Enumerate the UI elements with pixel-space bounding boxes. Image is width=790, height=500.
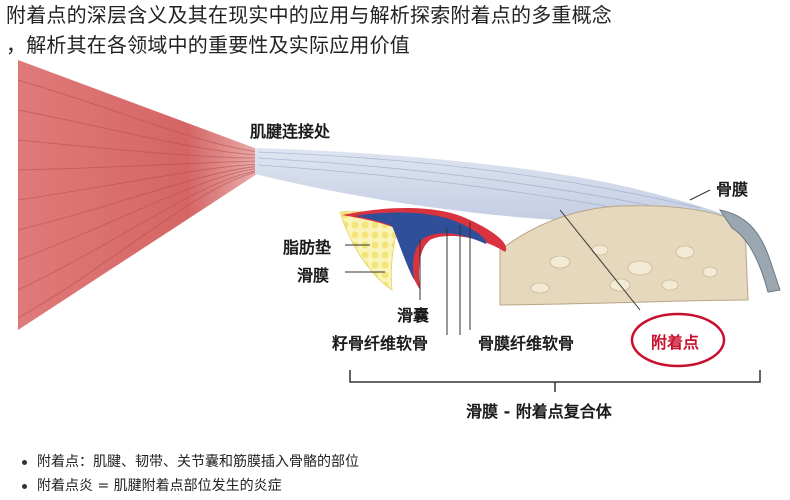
label-periosteum: 骨膜 <box>716 180 749 199</box>
overlay-title: 附着点的深层含义及其在现实中的应用与解析探索附着点的多重概念 ，解析其在各领域中… <box>6 0 790 60</box>
overlay-title-line1: 附着点的深层含义及其在现实中的应用与解析探索附着点的多重概念 <box>6 3 612 27</box>
bursa-blue <box>355 212 487 280</box>
enthesis-circle <box>630 312 726 368</box>
label-tendon-junction: 肌腱连接处 <box>250 122 331 141</box>
leader-lines <box>345 189 711 335</box>
label-fat-pad: 脂肪垫 <box>283 238 332 257</box>
overlay-title-line2: ，解析其在各领域中的重要性及实际应用价值 <box>6 33 410 57</box>
label-sesamoid-fibrocartilage: 籽骨纤维软骨 <box>332 334 429 353</box>
bullet-icon <box>22 483 27 489</box>
legend-item: 附着点炎 = 肌腱附着点部位发生的炎症 <box>22 474 359 498</box>
label-periosteal-fibrocartilage: 骨膜纤维软骨 <box>478 334 575 353</box>
bone <box>499 205 749 306</box>
legend-text: 附着点：肌腱、韧带、关节囊和筋膜插入骨骼的部位 <box>37 454 359 470</box>
periosteum <box>718 209 781 293</box>
label-complex: 滑膜 - 附着点复合体 <box>466 402 612 421</box>
bullet-icon <box>22 459 27 465</box>
complex-bracket <box>349 370 761 383</box>
legend-text: 附着点炎 = 肌腱附着点部位发生的炎症 <box>37 478 282 494</box>
label-synovium: 滑膜 <box>297 266 330 285</box>
bone-trabeculae <box>530 244 718 294</box>
legend-item: 附着点：肌腱、韧带、关节囊和筋膜插入骨骼的部位 <box>22 450 359 474</box>
muscle-fibers <box>17 79 261 319</box>
muscle-belly <box>18 60 260 330</box>
legend: 附着点：肌腱、韧带、关节囊和筋膜插入骨骼的部位 附着点炎 = 肌腱附着点部位发生… <box>22 450 359 498</box>
label-enthesis: 附着点 <box>651 333 700 352</box>
label-bursa: 滑囊 <box>397 306 430 325</box>
